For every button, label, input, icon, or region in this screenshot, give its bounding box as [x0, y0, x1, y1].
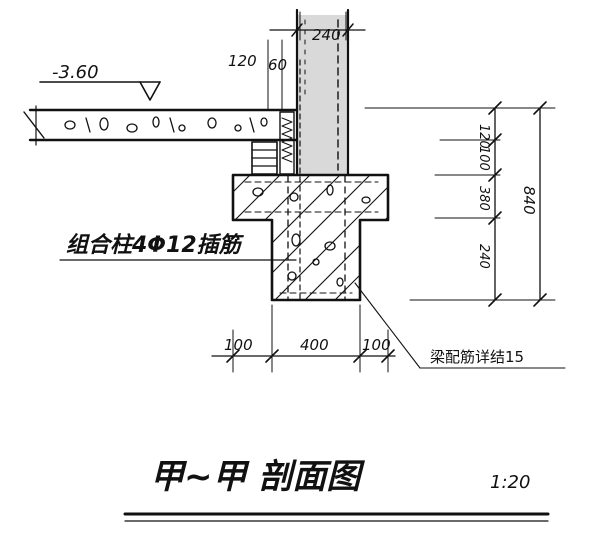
floor-slab: -3.60 — [23, 62, 299, 146]
slab-aggregate — [64, 116, 268, 133]
drawing-scale: 1:20 — [490, 472, 530, 493]
right-dim-1: 120 — [476, 124, 491, 149]
bottom-dim-left: 100 — [224, 336, 253, 354]
brick-support — [251, 111, 295, 175]
right-dimension-chain: 120 100 380 240 840 — [364, 101, 556, 307]
right-dim-total: 840 — [520, 186, 538, 215]
bottom-dimension-chain: 100 400 100 — [211, 304, 396, 373]
column-rebar-callout-label: 组合柱4Φ12插筋 — [66, 232, 245, 258]
brick-wall: 240 — [269, 8, 366, 177]
bottom-dim-center: 400 — [300, 336, 329, 354]
wall-width-label: 240 — [312, 26, 341, 44]
dim-120-label: 120 — [228, 52, 257, 70]
beam-aggregate — [252, 184, 371, 287]
beam-rebar-callout: 梁配筋详结15 — [354, 282, 566, 369]
column-rebar-callout: 组合柱4Φ12插筋 — [59, 232, 297, 261]
beam-callout-leader — [354, 282, 421, 369]
elevation-triangle — [139, 81, 161, 101]
title-block: 甲~甲 剖面图 1:20 — [123, 457, 550, 522]
right-dim-2: 100 — [476, 146, 491, 171]
slab-offset-dims: 120 60 — [228, 39, 287, 111]
elevation-label: -3.60 — [52, 62, 99, 83]
right-dim-4: 240 — [476, 244, 491, 269]
dim-60-label: 60 — [268, 56, 287, 74]
beam-rebar-callout-label: 梁配筋详结15 — [430, 348, 524, 366]
drawing-title: 甲~甲 剖面图 — [150, 457, 365, 497]
right-dim-3: 380 — [476, 186, 491, 211]
beam-outline — [231, 173, 390, 302]
bottom-dim-right: 100 — [362, 336, 391, 354]
